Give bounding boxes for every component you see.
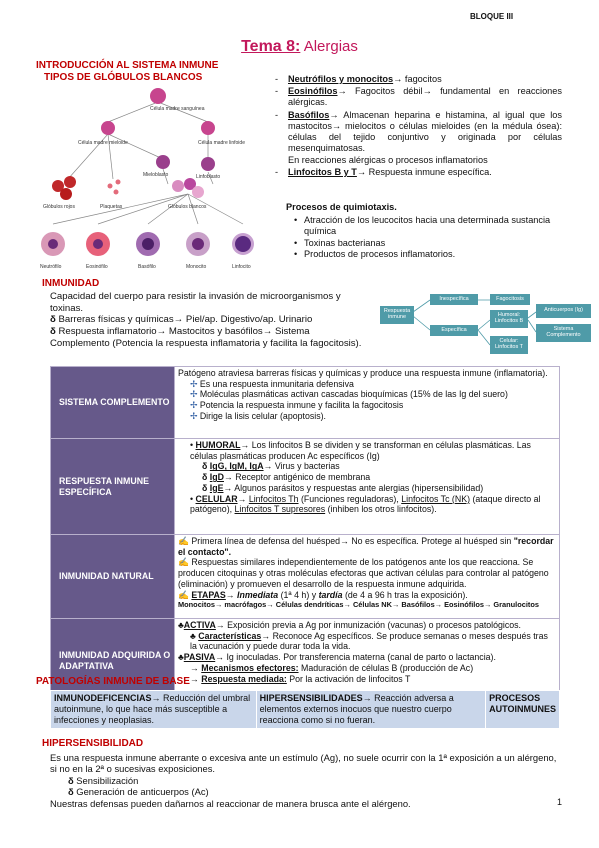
list-item: Neutrófilos y monocitos→ fagocitos — [272, 74, 562, 85]
flow-connectors — [412, 299, 537, 346]
row-label: INMUNIDAD NATURAL — [50, 534, 175, 619]
chemotaxis-title: Procesos de quimiotaxis. — [286, 202, 397, 212]
cross-icon: ✢ — [190, 378, 198, 389]
lymphoid-cell-icon — [201, 121, 215, 135]
platelets-icon — [107, 179, 121, 195]
neutrophil-icon — [41, 232, 65, 256]
table-row: SISTEMA COMPLEMENTO Patógeno atraviesa b… — [50, 366, 560, 439]
label-neutrofilo: Neutrófilo — [40, 264, 62, 270]
label-wbc: Glóbulos blancos — [168, 204, 207, 210]
label-myeloblast: Mieloblasto — [143, 172, 169, 178]
pathologies-table: INMUNODEFICENCIAS→ Reducción del umbral … — [50, 690, 560, 729]
flow-inespecifica: Inespecífica — [430, 294, 478, 305]
intro-heading: INTRODUCCIÓN AL SISTEMA INMUNE — [36, 60, 219, 71]
label-eosinofilo: Eosinófilo — [86, 264, 108, 270]
flow-anticuerpos: Anticuerpos (Ig) — [536, 304, 591, 318]
cross-icon: ✢ — [190, 410, 198, 421]
row-label: RESPUESTA INMUNE ESPECÍFICA — [50, 438, 175, 535]
list-item: Atracción de los leucocitos hacia una de… — [292, 215, 566, 237]
intro-subheading: TIPOS DE GLÓBULOS BLANCOS — [44, 72, 203, 83]
flow-respuesta: Respuesta inmune — [380, 306, 414, 324]
block-label: BLOQUE III — [470, 12, 514, 21]
immunity-heading: INMUNIDAD — [42, 278, 100, 289]
label-linfocito: Linfocito — [232, 264, 251, 270]
table-row: RESPUESTA INMUNE ESPECÍFICA • HUMORAL→ L… — [50, 438, 560, 535]
label-myeloid: Célula madre mieloide — [78, 140, 128, 146]
flow-humoral: Humoral: Linfocitos B — [490, 310, 528, 328]
flow-celular: Celular: Linfocitos T — [490, 336, 528, 354]
myeloid-cell-icon — [101, 121, 115, 135]
chemotaxis-section: Procesos de quimiotaxis. Atracción de lo… — [286, 202, 566, 260]
pathologies-heading: PATOLOGÍAS INMUNE DE BASE — [36, 676, 190, 687]
label-lymphoblast: Linfoblasto — [196, 174, 220, 180]
page-number: 1 — [557, 797, 563, 807]
hypersensitivity-heading: HIPERSENSIBILIDAD — [42, 738, 144, 749]
label-platelets: Plaquetas — [100, 204, 123, 210]
white-cell-types-list: Neutrófilos y monocitos→ fagocitos Eosin… — [272, 74, 562, 179]
immunity-table: SISTEMA COMPLEMENTO Patógeno atraviesa b… — [50, 366, 560, 703]
list-item: Basófilos→ Almacenan heparina e histamin… — [272, 110, 562, 166]
immunity-text: Capacidad del cuerpo para resistir la in… — [50, 291, 362, 349]
list-item: Eosinófilos→ Fagocitos débil→ fundamenta… — [272, 86, 562, 108]
label-monocito: Monocito — [186, 264, 207, 270]
label-rbc: Glóbulos rojos — [43, 204, 75, 210]
flow-fagocitosis: Fagocitosis — [490, 294, 530, 305]
red-blood-cells-icon — [52, 176, 76, 200]
monocyte-icon — [186, 232, 210, 256]
row-label: INMUNIDAD ADQUIRIDA O ADAPTATIVA — [50, 618, 175, 703]
myeloblast-icon — [156, 155, 170, 169]
cross-icon: ✢ — [190, 389, 198, 400]
blood-cell-diagram: Célula madre sanguínea Célula madre miel… — [40, 88, 254, 270]
flow-sistema: Sistema Complemento — [536, 324, 591, 342]
white-cells-icon — [172, 178, 204, 198]
label-lymphoid: Célula madre linfoide — [198, 140, 245, 146]
flow-especifica: Específica — [430, 325, 478, 336]
label-basofilo: Basófilo — [138, 264, 156, 270]
lymphocyte-icon — [232, 233, 254, 255]
table-row: INMUNIDAD ADQUIRIDA O ADAPTATIVA ♣ACTIVA… — [50, 618, 560, 703]
list-item: Productos de procesos inflamatorios. — [292, 249, 566, 260]
page-title: Tema 8: Alergias — [241, 38, 358, 55]
row-label: SISTEMA COMPLEMENTO — [50, 366, 175, 439]
list-item: Linfocitos B y T→ Respuesta inmune espec… — [272, 167, 562, 178]
table-row: INMUNIDAD NATURAL ✍ Primera línea de def… — [50, 534, 560, 619]
lymphoblast-icon — [201, 157, 215, 171]
basophil-icon — [136, 232, 160, 256]
cross-icon: ✢ — [190, 400, 198, 411]
stem-cell-icon — [150, 88, 166, 104]
label-stem: Célula madre sanguínea — [150, 106, 205, 112]
table-row: INMUNODEFICENCIAS→ Reducción del umbral … — [50, 690, 560, 729]
immune-response-flowchart: Respuesta inmune Inespecífica Fagocitosi… — [378, 290, 593, 360]
list-item: Toxinas bacterianas — [292, 238, 566, 249]
hypersensitivity-text: Es una respuesta inmune aberrante o exce… — [50, 752, 557, 809]
eosinophil-icon — [86, 232, 110, 256]
